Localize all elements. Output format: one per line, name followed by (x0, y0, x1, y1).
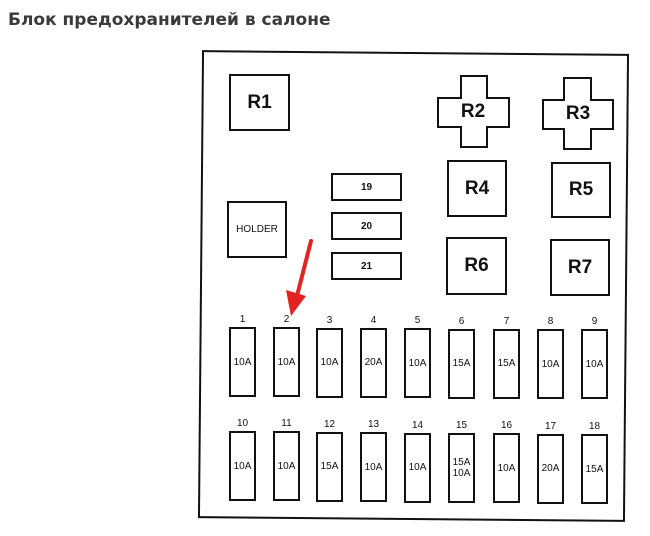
fuse-number: 6 (458, 315, 465, 327)
relay-r5: R5 (551, 162, 611, 218)
fuse-number: 17 (544, 420, 557, 432)
fuse-rating: 10A (233, 460, 252, 472)
fuse-13: 10A (360, 432, 387, 503)
fuse-14: 10A (404, 432, 431, 503)
fuse-8: 10A (537, 329, 564, 400)
page-title: Блок предохранителей в салоне (8, 10, 331, 30)
fuse-17: 20A (537, 433, 564, 504)
fuse-rating: 10A (233, 356, 252, 368)
fuse-10: 10A (229, 431, 256, 501)
fuse-number: 7 (503, 315, 510, 327)
fuse-number: 2 (283, 314, 290, 326)
fuse-5: 10A (404, 328, 431, 399)
fuse-21: 21 (331, 252, 402, 280)
fuse-18: 15A (581, 434, 608, 505)
fuse-rating: 15A (452, 358, 471, 369)
fuse-15: 15A 10A (448, 433, 475, 503)
fuse-rating: 10A (277, 356, 296, 368)
fuse-4: 20A (360, 327, 387, 398)
fuse-16: 10A (493, 433, 520, 504)
fuse-number: 9 (591, 316, 598, 328)
relay-r4: R4 (447, 160, 507, 217)
relay-r2-shape (437, 75, 510, 148)
fuse-number: 11 (281, 418, 292, 430)
fuse-3: 10A (316, 327, 343, 398)
fuse-number: 16 (500, 420, 513, 432)
fuse-rating: 10A (541, 358, 560, 370)
fuse-rating: 20A (364, 357, 383, 369)
fuse-2: 10A (273, 327, 300, 398)
fuse-rating: 15A (320, 461, 339, 473)
fuse-number: 8 (547, 316, 554, 328)
fuse-number: 4 (370, 314, 377, 326)
fuse-number: 10 (236, 418, 249, 429)
fuse-6: 15A (448, 328, 475, 399)
fuse-number: 13 (367, 419, 380, 431)
fuse-rating: 20A (541, 463, 560, 475)
fuse-number: 12 (323, 418, 336, 430)
fuse-7: 15A (493, 328, 520, 399)
fuse-19: 19 (331, 173, 402, 201)
relay-r3: R3 (565, 103, 591, 124)
fuse-number: 14 (411, 419, 424, 431)
fuse-rating: 10A (408, 357, 427, 369)
fuse-number: 3 (326, 314, 333, 326)
relay-r3-shape (542, 77, 614, 150)
relay-r6: R6 (446, 237, 507, 295)
fuse-1: 10A (229, 327, 256, 397)
fuse-number: 18 (588, 421, 601, 433)
relay-r2: R2 (460, 101, 486, 122)
fuse-number: 1 (239, 314, 246, 325)
fuse-11: 10A (273, 431, 300, 502)
fuse-number: 5 (414, 315, 421, 327)
fuse-rating: 10A (497, 462, 516, 474)
red-arrow-icon (286, 239, 313, 316)
fuse-rating: 10A (364, 461, 383, 473)
fuse-12: 15A (316, 431, 343, 502)
relay-r1: R1 (229, 74, 290, 131)
fuse-9: 10A (581, 329, 608, 400)
relay-r7: R7 (550, 239, 610, 296)
fuse-rating: 10A (277, 460, 296, 472)
fuse-rating: 10A (585, 358, 604, 370)
fuse-rating: 15A 10A (452, 457, 471, 479)
fuse-rating: 15A (585, 463, 604, 475)
fuse-rating: 10A (408, 462, 427, 474)
holder: HOLDER (227, 201, 287, 258)
fuse-20: 20 (331, 212, 402, 240)
fuse-rating: 10A (320, 357, 339, 369)
fuse-number: 15 (455, 420, 468, 431)
fuse-rating: 15A (497, 358, 516, 370)
